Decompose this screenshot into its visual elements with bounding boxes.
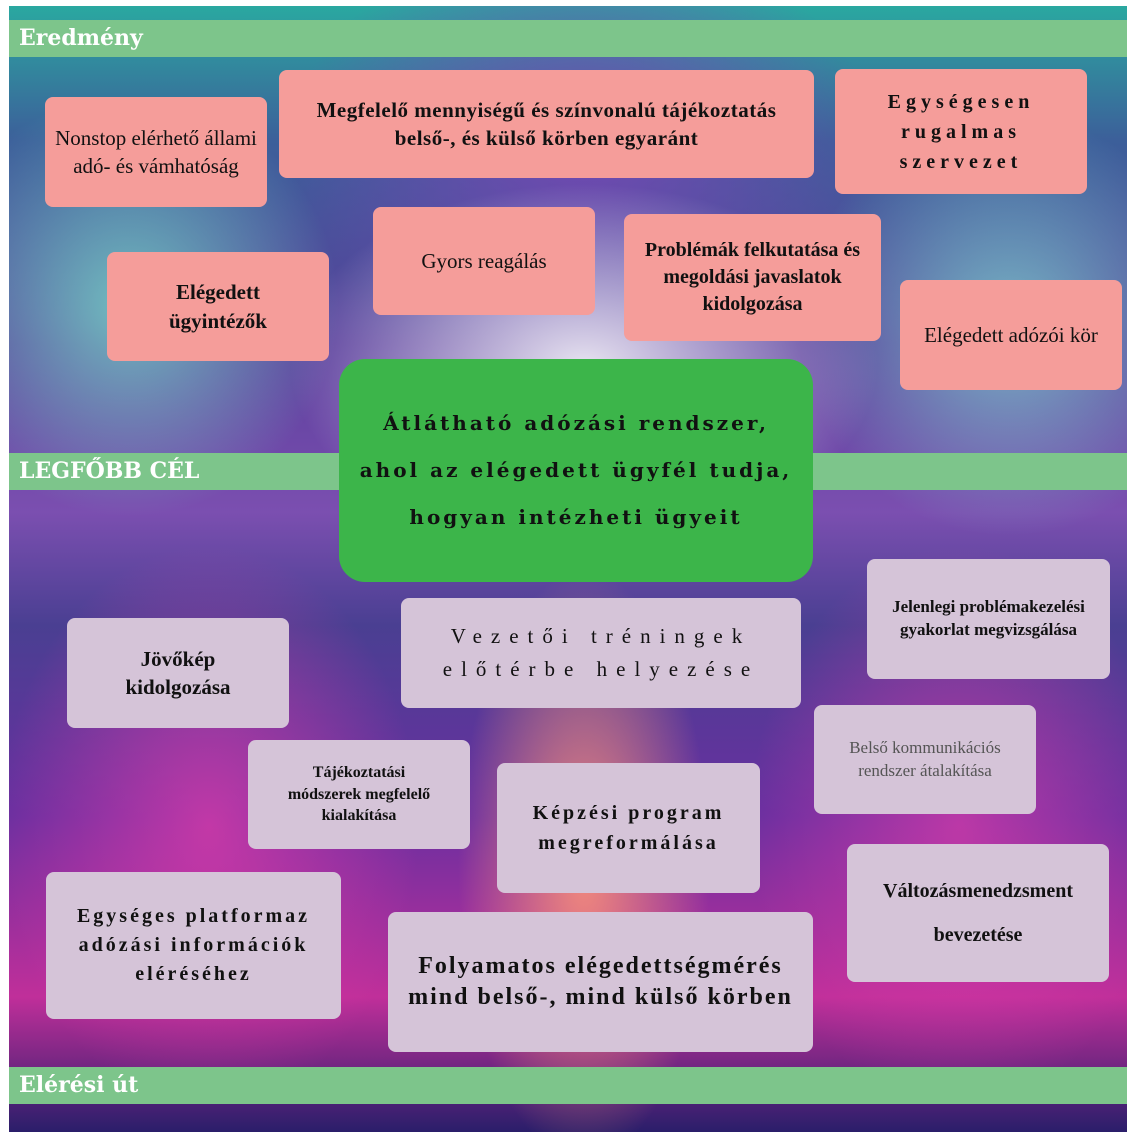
diagram-canvas: Eredmény LEGFŐBB CÉL Elérési út Nonstop … [9,6,1127,1132]
main-goal-box: Átlátható adózási rendszer, ahol az elég… [339,359,813,582]
result-flexible-organization: Egységesen rugalmas szervezet [835,69,1087,194]
result-quick-response: Gyors reagálás [373,207,595,315]
result-nonstop-authority: Nonstop elérhető állami adó- és vámhatós… [45,97,267,207]
path-leader-training: Vezetői tréningek előtérbe helyezése [401,598,801,708]
path-unified-platform: Egységes platformaz adózási információk … [46,872,341,1019]
path-problem-practice: Jelenlegi problémakezelési gyakorlat meg… [867,559,1110,679]
path-vision: Jövőkép kidolgozása [67,618,289,728]
path-satisfaction-measurement: Folyamatos elégedettségmérés mind belső-… [388,912,813,1052]
path-internal-communication: Belső kommunikációs rendszer átalakítása [814,705,1036,814]
result-satisfied-taxpayers: Elégedett adózói kör [900,280,1122,390]
result-satisfied-staff: Elégedett ügyintézők [107,252,329,361]
path-info-methods: Tájékoztatási módszerek megfelelő kialak… [248,740,470,849]
section-header-elaresi-ut: Elérési út [9,1067,1127,1104]
path-change-management: Változásmenedzsment bevezetése [847,844,1109,982]
result-information-quality: Megfelelő mennyiségű és színvonalú tájék… [279,70,814,178]
path-training-program: Képzési program megreformálása [497,763,760,893]
section-header-eredmeny: Eredmény [9,20,1127,57]
result-problem-solving: Problémák felkutatása és megoldási javas… [624,214,881,341]
